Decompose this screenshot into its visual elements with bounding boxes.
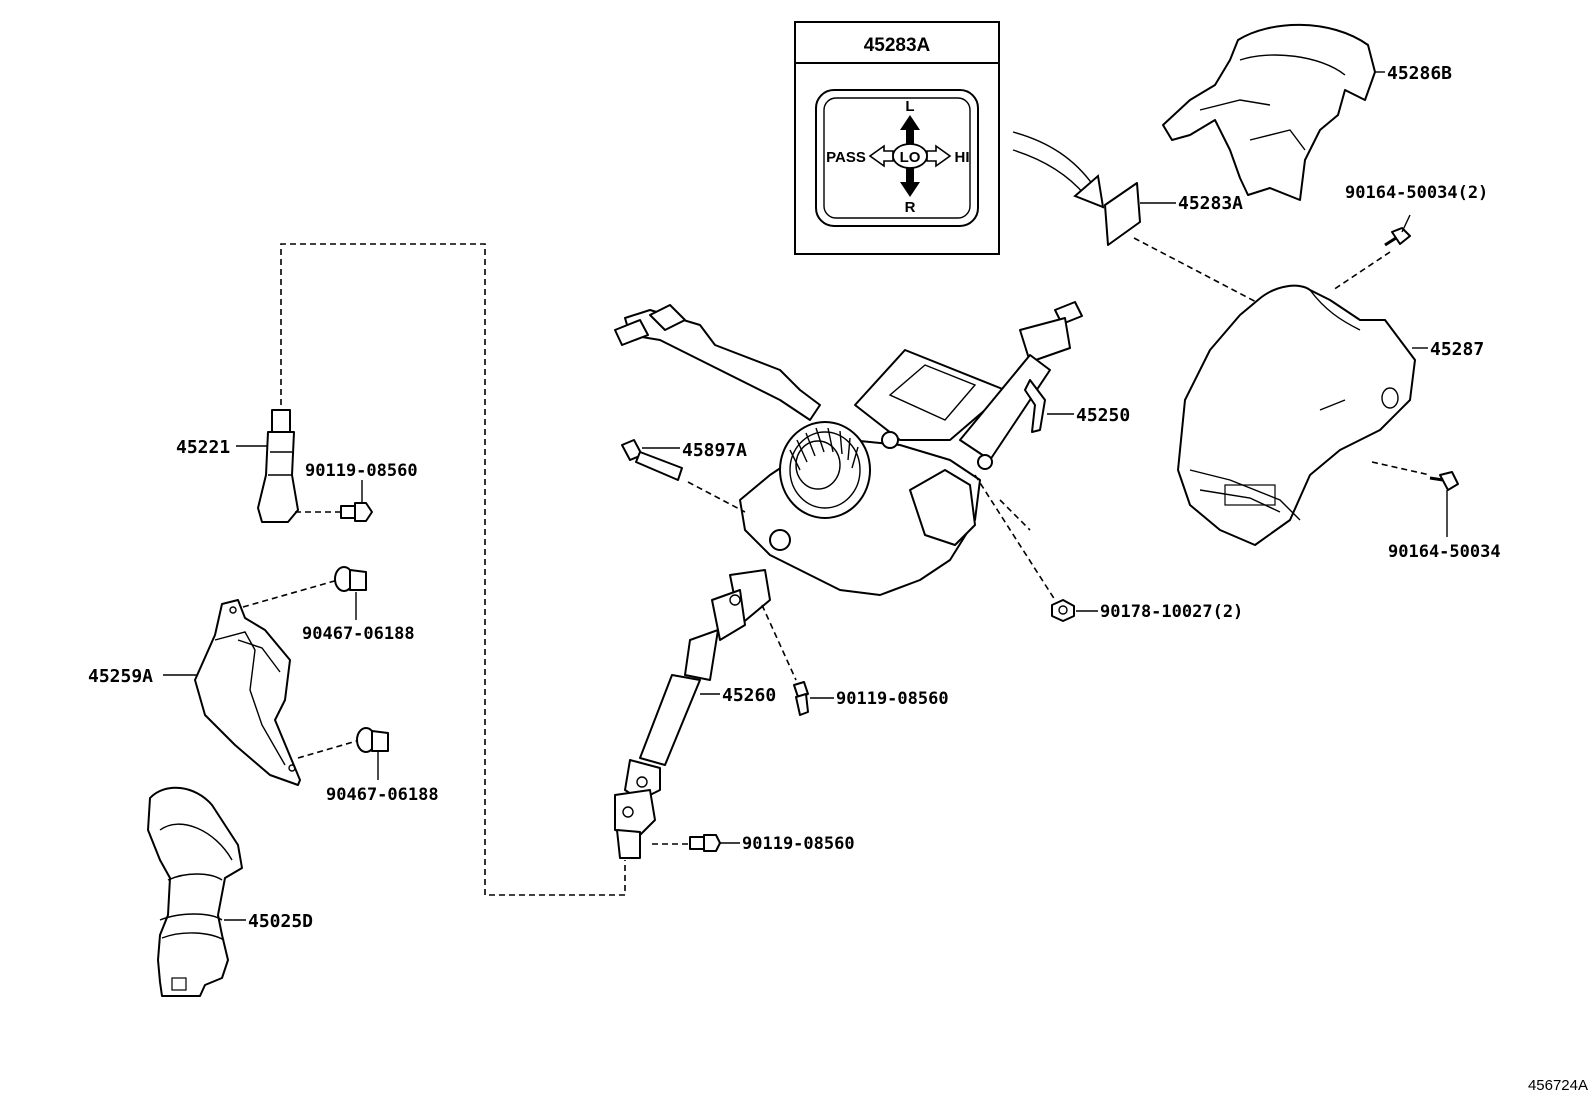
part-label-90467-06188-a: 90467-06188 (302, 624, 415, 644)
switch-arrows-icon (868, 115, 952, 197)
part-label-45259A: 45259A (88, 666, 153, 687)
clip-icon-90467-06188-b (356, 727, 389, 780)
bolt-icon-90119-08560-b (761, 604, 834, 716)
part-label-90164-50034: 90164-50034 (1388, 542, 1501, 562)
inset-pointer-arrow-icon (1012, 131, 1105, 209)
part-label-90119-08560-a: 90119-08560 (305, 461, 418, 481)
switch-down-label: R (905, 199, 916, 216)
part-label-90119-08560-c: 90119-08560 (742, 834, 855, 854)
part-label-45025D: 45025D (248, 911, 313, 932)
part-label-45283A: 45283A (1178, 193, 1243, 214)
part-label-45250: 45250 (1076, 405, 1130, 426)
steering-column-assembly-45250 (614, 301, 1083, 596)
part-label-45897A: 45897A (682, 440, 747, 461)
shaft-45221 (236, 409, 340, 523)
upper-column-cover-45286B (1162, 23, 1385, 201)
screw-icon-90164-50034-2 (1332, 214, 1411, 291)
steering-boot-45025D (147, 786, 246, 997)
bolt-icon-45897A (621, 439, 746, 513)
nut-icon-90178-10027-2 (974, 474, 1098, 622)
part-label-45260: 45260 (722, 685, 776, 706)
switch-left-label: PASS (826, 149, 866, 166)
part-label-90178-10027-2: 90178-10027(2) (1100, 602, 1243, 622)
part-label-90467-06188-b: 90467-06188 (326, 785, 439, 805)
part-label-90119-08560-b: 90119-08560 (836, 689, 949, 709)
inset-switch-label-box: 45283A L R PASS LO HI (794, 21, 1000, 255)
part-label-45286B: 45286B (1387, 63, 1452, 84)
intermediate-shaft-45260 (614, 569, 771, 859)
label-sticker-45283A (1104, 182, 1263, 306)
switch-up-label: L (905, 98, 914, 115)
switch-right-label: HI (955, 149, 970, 166)
screw-icon-90164-50034 (1371, 461, 1459, 537)
part-label-90164-50034-2: 90164-50034(2) (1345, 183, 1488, 203)
assembly-route-line (280, 243, 626, 896)
inset-header: 45283A (864, 35, 931, 56)
switch-center-label: LO (900, 149, 921, 166)
cover-45259A (163, 599, 361, 786)
part-label-45287: 45287 (1430, 339, 1484, 360)
clip-icon-90467-06188-a (242, 566, 367, 620)
bolt-icon-90119-08560-a (340, 480, 373, 522)
part-label-45221: 45221 (176, 437, 230, 458)
bolt-icon-90119-08560-c (652, 834, 740, 852)
diagram-reference: 456724A (1528, 1077, 1588, 1094)
lower-column-cover-45287 (1177, 284, 1428, 546)
